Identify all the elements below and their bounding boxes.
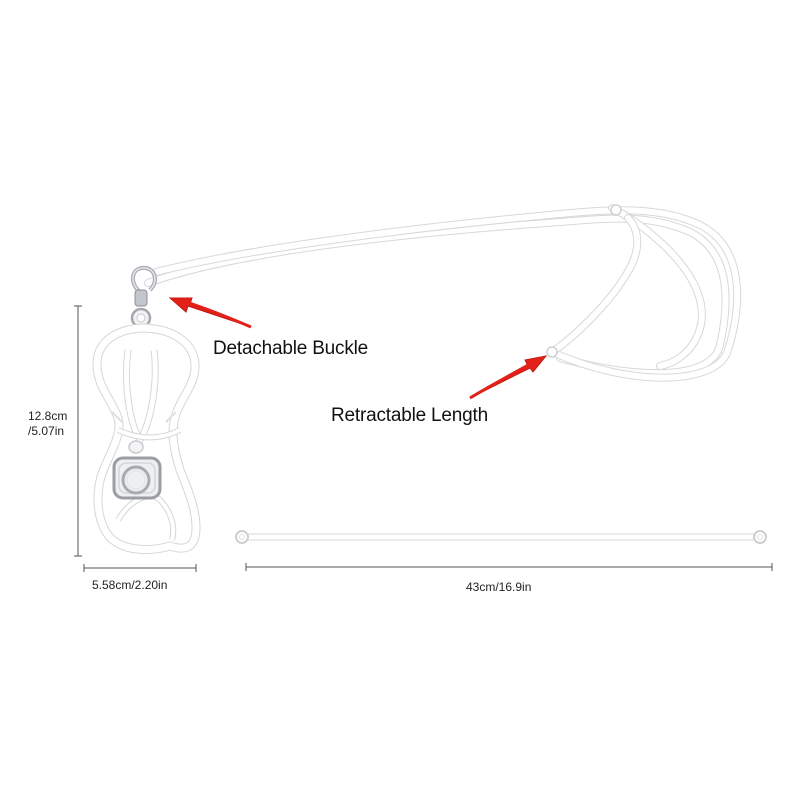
dimension-line-height <box>74 305 82 557</box>
arrow-buckle <box>168 297 252 329</box>
dimension-label-height: 12.8cm /5.07in <box>28 409 67 439</box>
dimension-height-in: /5.07in <box>28 424 65 438</box>
dimension-line-strap <box>245 563 773 571</box>
dimension-line-width <box>83 564 197 572</box>
detachable-buckle <box>130 265 157 329</box>
lanyard-loop <box>144 204 742 382</box>
arrow-length <box>469 355 548 400</box>
dimension-label-width: 5.58cm/2.20in <box>92 578 168 592</box>
callout-detachable-buckle: Detachable Buckle <box>213 338 369 359</box>
ring-stand <box>112 440 162 500</box>
straight-strap <box>235 530 767 544</box>
phone-holder <box>92 323 201 554</box>
dimension-label-strap-length: 43cm/16.9in <box>466 580 532 594</box>
callout-retractable-length: Retractable Length <box>331 405 488 426</box>
dimension-height-cm: 12.8cm <box>28 409 68 423</box>
